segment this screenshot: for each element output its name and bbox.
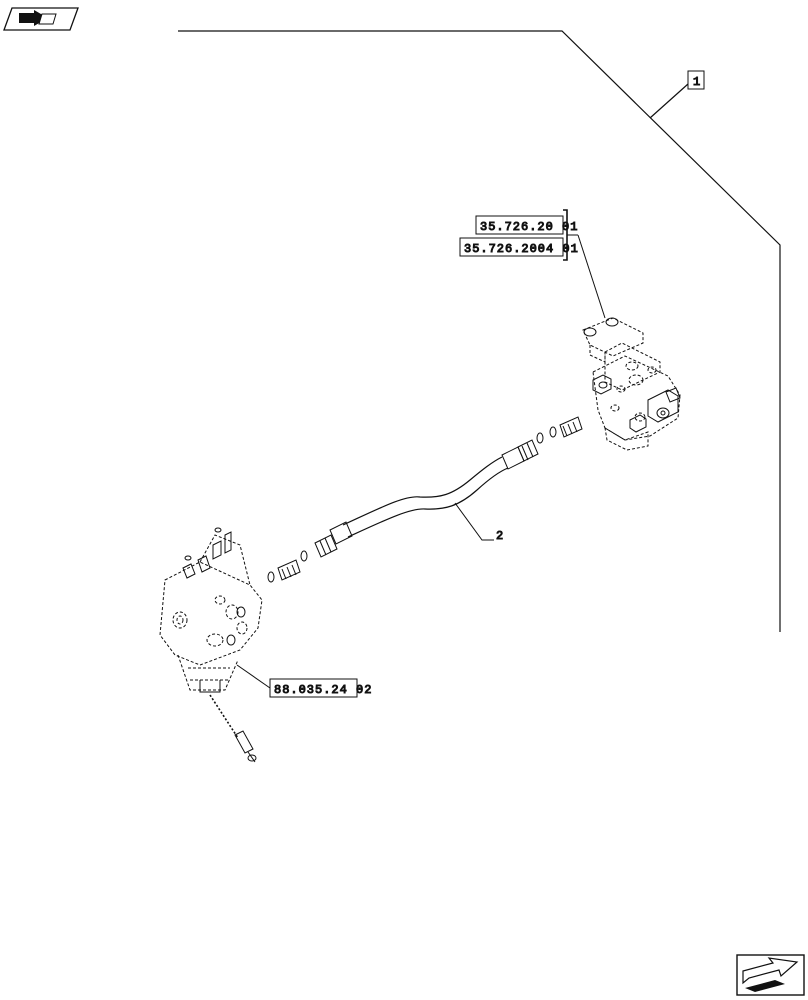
control-cable [209,694,257,763]
callout-hose-2[interactable]: 2 [454,502,504,544]
book-arrow-icon[interactable] [3,7,79,31]
valve-block-right [582,317,681,451]
callout-group-1[interactable]: 1 [687,70,705,90]
callout-control-valve[interactable]: 88.035.24 02 [236,664,372,698]
group-outline-line [178,30,781,632]
next-page-arrow-icon[interactable] [736,954,805,996]
control-valve-left-fittings [182,527,246,693]
hydraulic-hose [314,439,539,558]
callout-valve-refs[interactable]: 35.726.20 01 35.726.2004 01 [459,209,606,319]
callout-control-valve-label: 88.035.24 02 [274,683,372,697]
valve-block-right-fittings [583,317,681,433]
adapter-fitting-left [267,550,308,583]
callout-hose-2-label: 2 [496,529,504,543]
callout-valve-ref-secondary: 35.726.2004 01 [464,242,579,256]
callout-group-1-label: 1 [693,75,701,89]
control-valve-left [159,534,263,691]
callout-valve-ref-primary: 35.726.20 01 [480,220,578,234]
adapter-fitting-right [536,416,583,444]
